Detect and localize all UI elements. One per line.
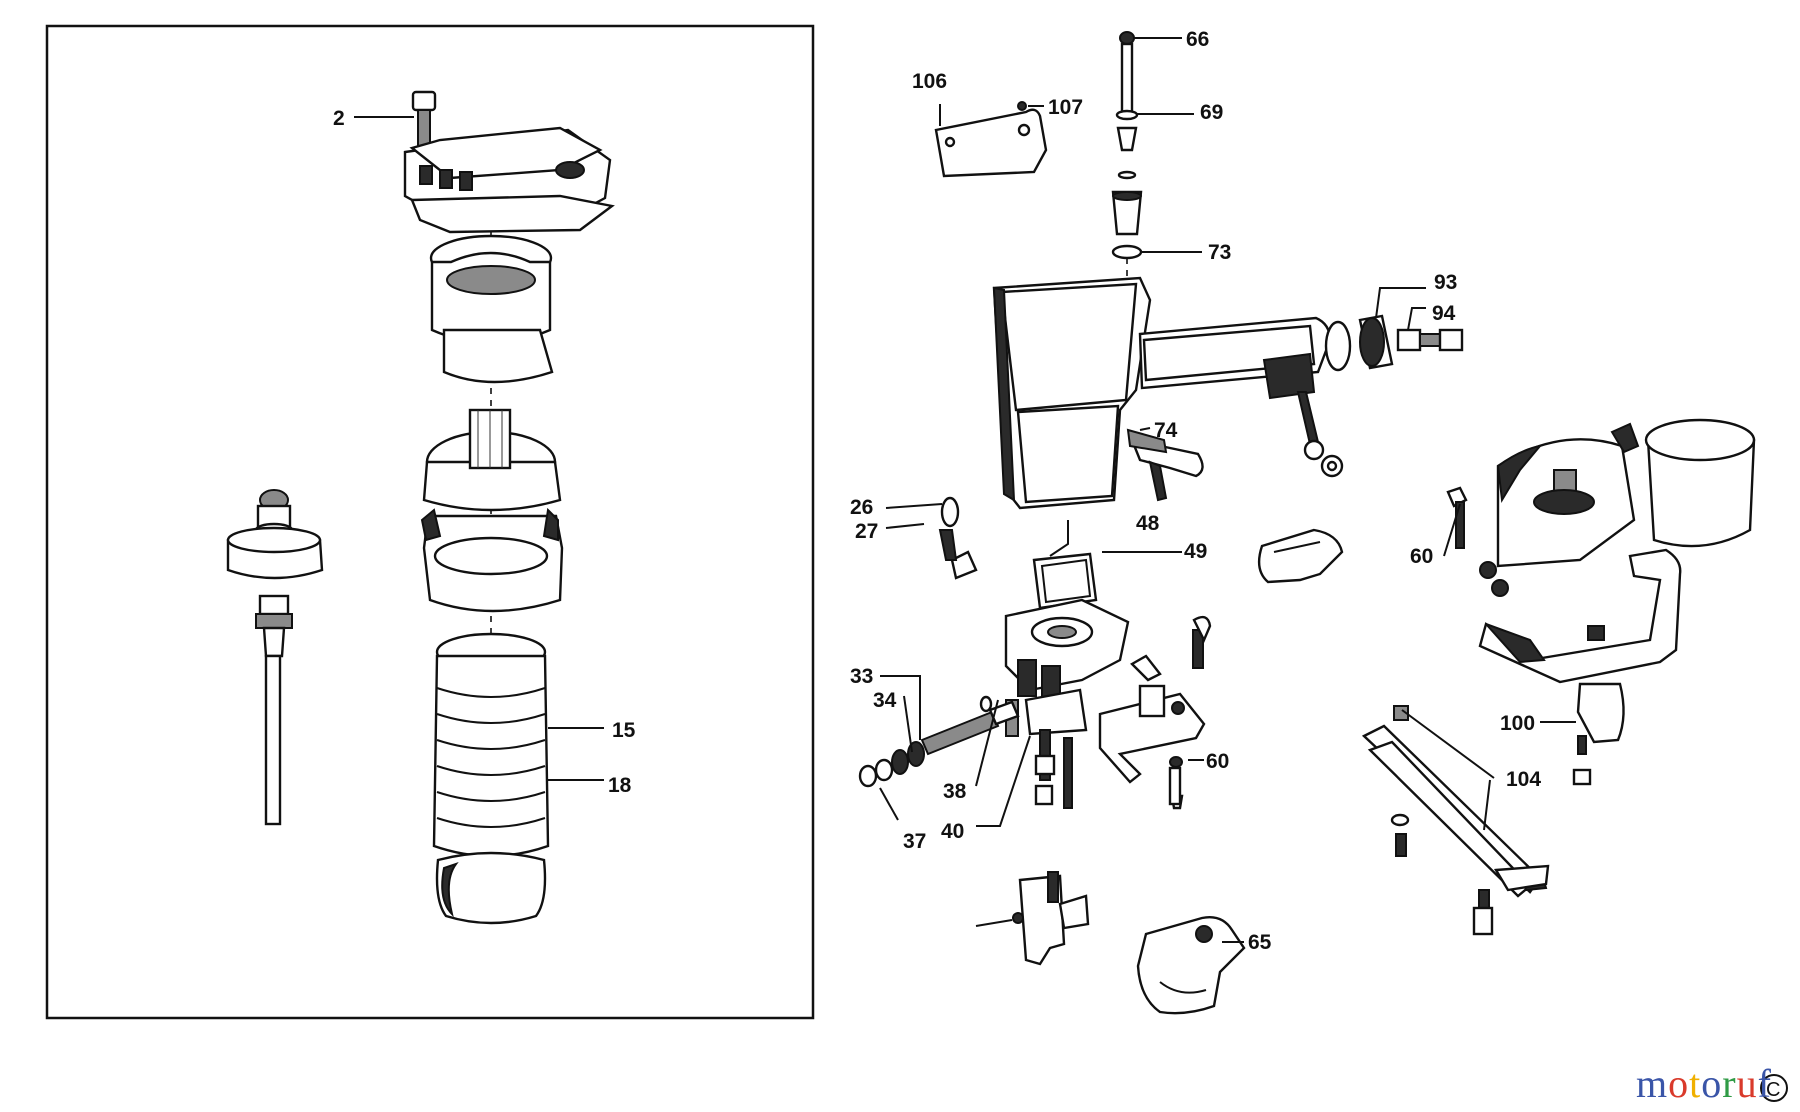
part-label-33: 33: [850, 665, 873, 688]
corner-mark-circle: [1760, 1074, 1788, 1102]
leader-34: [903, 695, 913, 753]
main-housing-with-handle: [992, 276, 1344, 510]
part-label-69: 69: [1200, 101, 1223, 124]
leader-27: [885, 523, 925, 529]
leader-74: [1139, 427, 1151, 431]
part-label-93: 93: [1434, 271, 1457, 294]
leader-26: [885, 503, 943, 509]
part-label-2: 2: [333, 107, 345, 130]
brand-watermark: motoruf: [1636, 1060, 1772, 1107]
brand-letter: m: [1636, 1061, 1669, 1106]
guide-rails-104: [1361, 705, 1592, 936]
part-label-18: 18: [608, 774, 632, 797]
leader-37: [879, 787, 899, 821]
latch-26-27: [938, 496, 978, 580]
piston-valve-33-40: [858, 695, 1020, 788]
brand-letter: u: [1736, 1061, 1758, 1106]
part-label-73: 73: [1208, 241, 1231, 264]
part-label-49: 49: [1184, 540, 1207, 563]
brand-letter: t: [1689, 1061, 1702, 1106]
lever-linkage-60: [1098, 615, 1212, 810]
leader-93: [1375, 287, 1426, 319]
part-label-65: 65: [1248, 931, 1272, 954]
cover-plate-106: [934, 101, 1048, 178]
part-label-66: 66: [1186, 28, 1209, 51]
brand-letter: o: [1668, 1061, 1690, 1106]
magazine-canister-assembly: [1446, 418, 1756, 744]
nose-cover-65: [1136, 916, 1246, 1015]
valve-gasket-48-49: [1032, 552, 1098, 610]
corner-mark: C: [1766, 1079, 1780, 1101]
brand-letter: r: [1722, 1061, 1737, 1106]
part-label-37: 37: [903, 830, 926, 853]
leader-33: [880, 675, 921, 740]
leader-60-upper: [1443, 503, 1461, 557]
part-label-60-lower: 60: [1206, 750, 1229, 773]
bracket-bottom: [975, 871, 1090, 966]
part-label-104: 104: [1506, 768, 1541, 791]
part-label-15: 15: [612, 719, 636, 742]
trigger-valve-assembly: [1111, 31, 1143, 278]
brand-letter: f: [1757, 1061, 1772, 1106]
trigger-74: [1126, 428, 1204, 502]
leader-38: [975, 699, 999, 787]
part-label-100: 100: [1500, 712, 1535, 735]
leader-40: [976, 735, 1031, 827]
leader-48: [1049, 520, 1069, 557]
air-inlet-assembly: [1324, 314, 1464, 372]
leader-94: [1407, 307, 1426, 331]
brand-letter: o: [1701, 1061, 1723, 1106]
part-label-34: 34: [873, 689, 897, 712]
part-label-60-upper: 60: [1410, 545, 1433, 568]
part-label-38: 38: [943, 780, 967, 803]
part-label-94: 94: [1432, 302, 1456, 325]
part-label-48: 48: [1136, 512, 1160, 535]
part-label-106: 106: [912, 70, 947, 93]
part-label-26: 26: [850, 496, 873, 519]
valve-body-assembly: [1004, 598, 1130, 809]
piston-driver-assembly: [226, 489, 324, 826]
sub-assembly-frame: [45, 24, 815, 1020]
leader-104: [1401, 709, 1495, 831]
part-label-27: 27: [855, 520, 878, 543]
clip-part: [1257, 528, 1344, 584]
part-label-40: 40: [941, 820, 964, 843]
part-label-107: 107: [1048, 96, 1083, 119]
cylinder-stack-assembly: [403, 90, 615, 925]
part-label-74: 74: [1154, 419, 1178, 442]
